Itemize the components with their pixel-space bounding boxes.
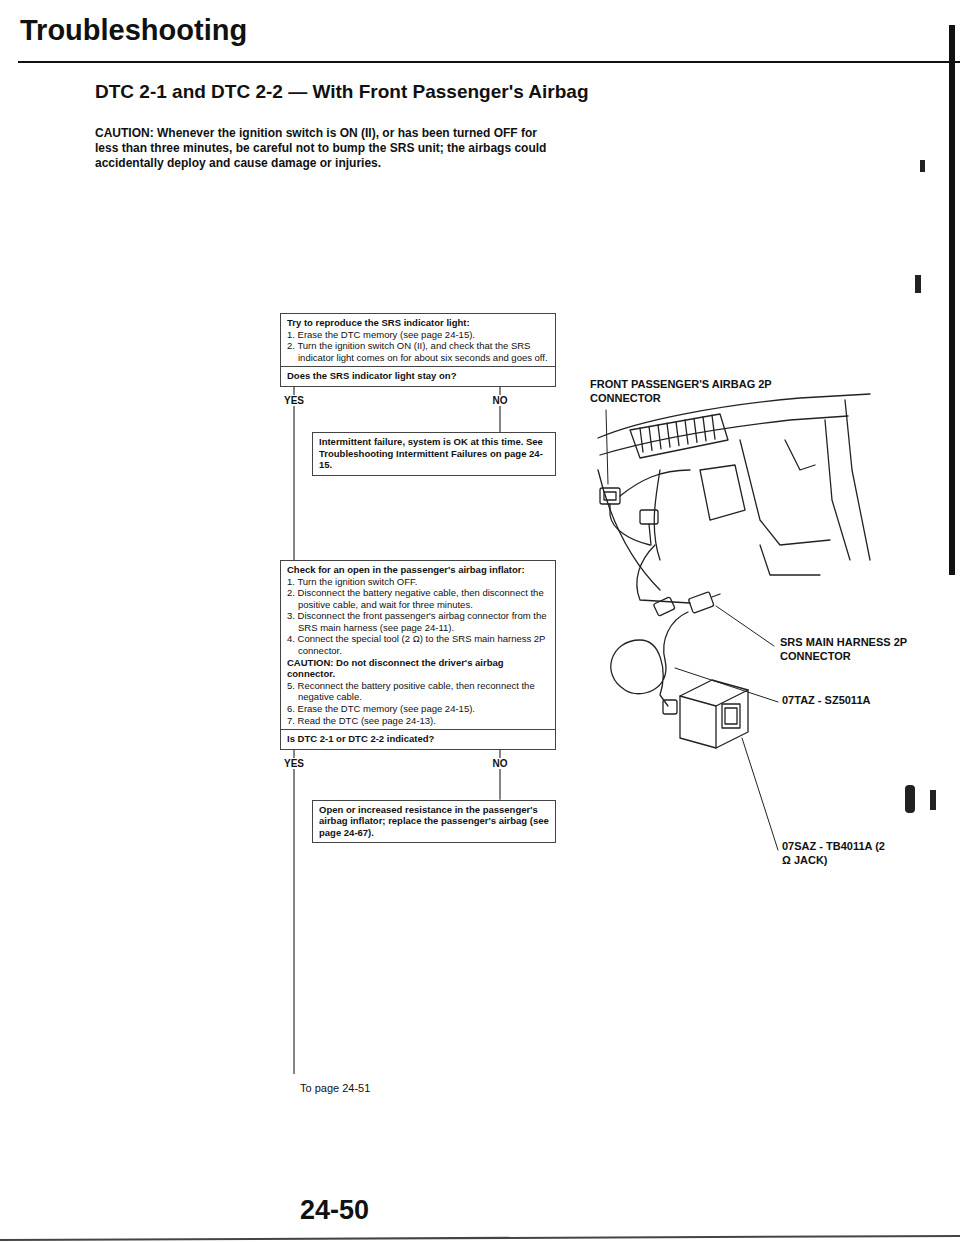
vent-slat xyxy=(676,422,679,446)
bottom-rule xyxy=(0,1236,960,1240)
flow-line xyxy=(293,387,294,560)
vent-slat xyxy=(703,417,706,441)
box-text: 1. Erase the DTC memory (see page 24-15)… xyxy=(287,329,549,341)
page-reference: To page 24-51 xyxy=(300,1082,440,1096)
dashboard xyxy=(598,394,870,590)
box-text: Try to reproduce the SRS indicator light… xyxy=(287,317,549,329)
result-box: Open or increased resistance in the pass… xyxy=(312,800,556,844)
box-text: 6. Erase the DTC memory (see page 24-15)… xyxy=(287,703,549,715)
box-text: CAUTION: Do not disconnect the driver's … xyxy=(287,657,549,680)
edge-mark xyxy=(920,160,925,172)
special-tool-cable xyxy=(611,597,688,714)
question-box: Try to reproduce the SRS indicator light… xyxy=(280,313,556,387)
srs-main-harness-connector xyxy=(637,545,720,613)
box-text: 4. Connect the special tool (2 Ω) to the… xyxy=(287,633,549,656)
vent-slat xyxy=(685,420,688,444)
page-number: 24-50 xyxy=(300,1194,420,1228)
box-text: 2. Disconnect the battery negative cable… xyxy=(287,587,549,610)
flow-line xyxy=(293,750,294,1074)
branch-label: NO xyxy=(490,758,511,769)
vent-slat xyxy=(712,415,715,439)
box-text: 2. Turn the ignition switch ON (II), and… xyxy=(287,340,549,363)
vent-slat xyxy=(658,425,661,449)
page-title: Troubleshooting xyxy=(20,14,247,47)
tool-number: 07SAZ - TB4011A (2 Ω JACK) xyxy=(782,840,892,868)
box-text: Open or increased resistance in the pass… xyxy=(319,804,549,839)
passenger-airbag-connector xyxy=(600,470,690,545)
box-text: 7. Read the DTC (see page 24-13). xyxy=(287,715,549,727)
flow-line xyxy=(499,387,500,432)
part-label: FRONT PASSENGER'S AIRBAG 2P CONNECTOR xyxy=(590,378,790,406)
edge-mark xyxy=(915,275,921,293)
result-box: Intermittent failure, system is OK at th… xyxy=(312,432,556,476)
part-label: SRS MAIN HARNESS 2P CONNECTOR xyxy=(780,636,930,664)
box-text: Check for an open in the passenger's air… xyxy=(287,564,549,576)
question-box: Check for an open in the passenger's air… xyxy=(280,560,556,750)
title-rule xyxy=(18,61,960,63)
caution-note: CAUTION: Whenever the ignition switch is… xyxy=(95,126,557,171)
question-text: Is DTC 2-1 or DTC 2-2 indicated? xyxy=(281,729,555,749)
box-text: Intermittent failure, system is OK at th… xyxy=(319,436,549,471)
branch-label: NO xyxy=(490,395,511,406)
box-text: 1. Turn the ignition switch OFF. xyxy=(287,576,549,588)
edge-mark xyxy=(949,25,955,575)
branch-label: YES xyxy=(281,758,307,769)
tool-number: 07TAZ - SZ5011A xyxy=(782,694,932,708)
box-text: 3. Disconnect the front passenger's airb… xyxy=(287,610,549,633)
edge-mark xyxy=(905,785,915,813)
vent-slat xyxy=(649,426,652,450)
two-ohm-jack xyxy=(680,680,748,748)
box-text: 5. Reconnect the battery positive cable,… xyxy=(287,680,549,703)
section-heading: DTC 2-1 and DTC 2-2 — With Front Passeng… xyxy=(95,80,655,104)
leader-lines xyxy=(606,410,778,850)
branch-label: YES xyxy=(281,395,307,406)
vent-slat xyxy=(640,428,643,452)
question-text: Does the SRS indicator light stay on? xyxy=(281,366,555,386)
edge-mark xyxy=(930,790,936,810)
vent-slat xyxy=(694,418,697,442)
vent-slat xyxy=(667,423,670,447)
